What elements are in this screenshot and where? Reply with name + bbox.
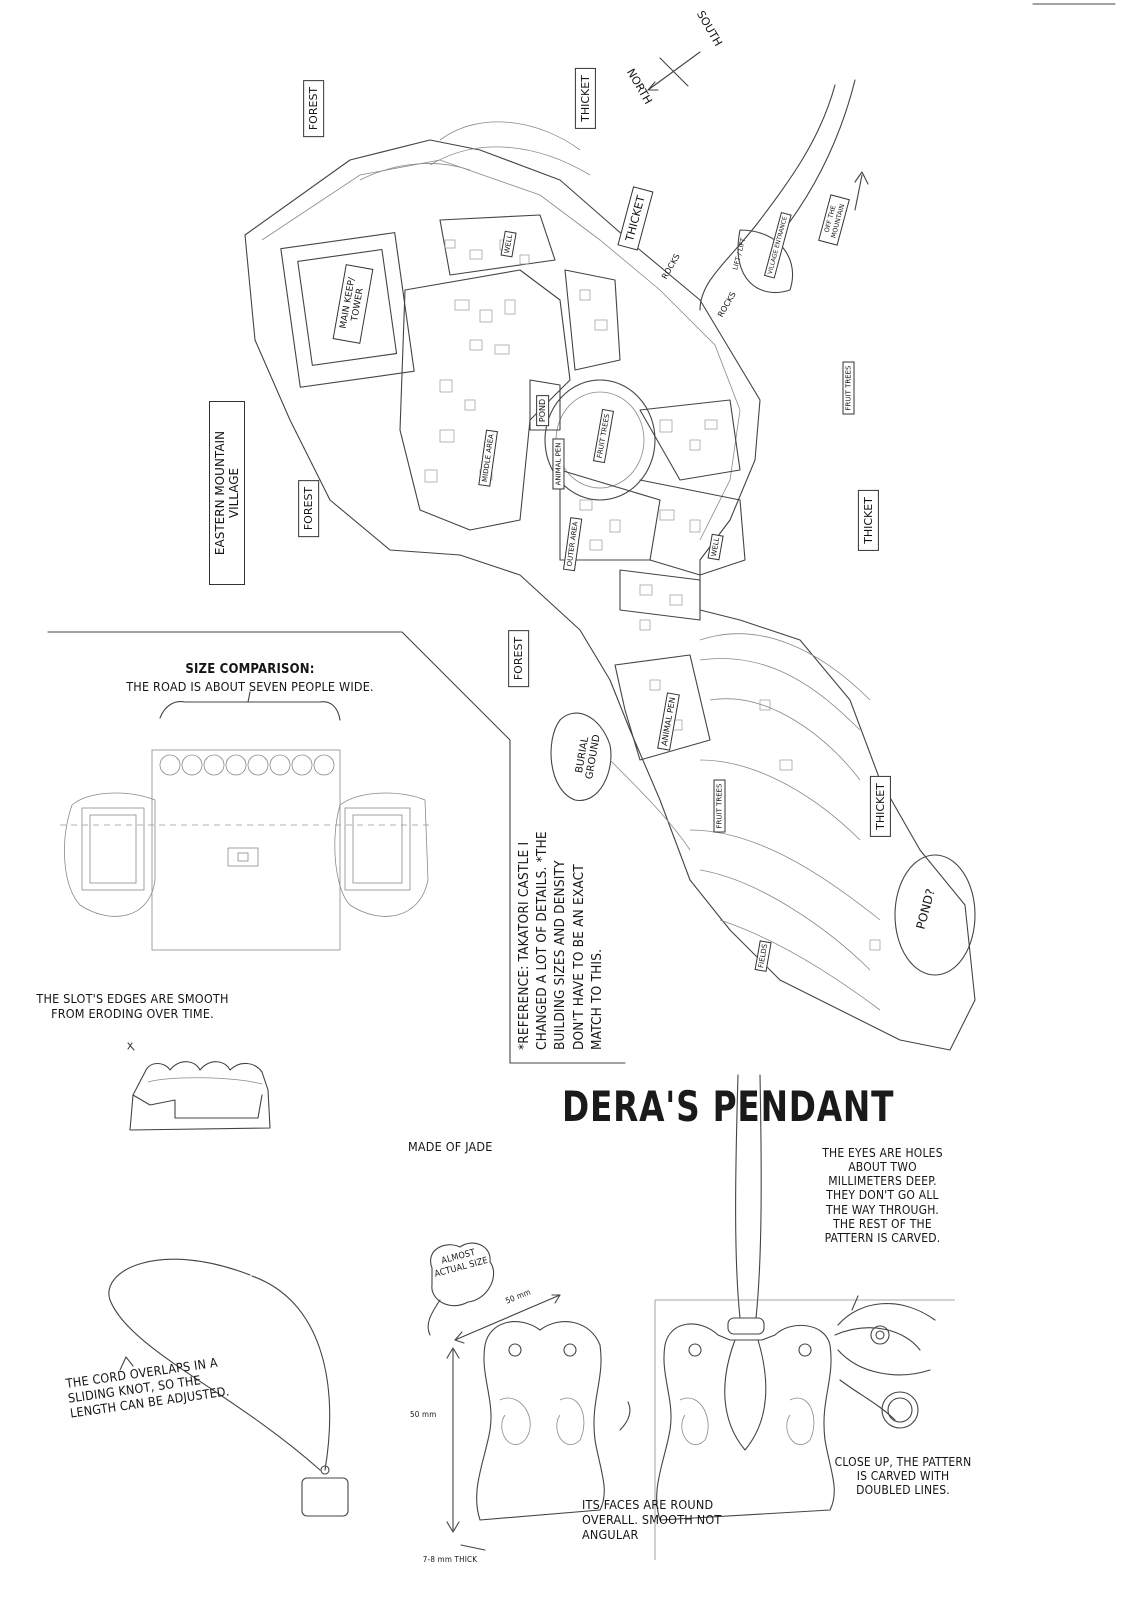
road-size-sketch bbox=[60, 691, 430, 1131]
map-label-animal-pen-1: ANIMAL PEN bbox=[552, 438, 565, 490]
size-comparison-body: THE ROAD IS ABOUT SEVEN PEOPLE WIDE. bbox=[126, 679, 374, 694]
pendant-dim-height: 50 mm bbox=[410, 1410, 437, 1419]
pendant-front-sketch bbox=[427, 1074, 955, 1560]
map-label-pond: POND bbox=[536, 394, 550, 427]
map-label-thicket-right: THICKET bbox=[857, 490, 879, 551]
size-comparison-title: SIZE COMPARISON: bbox=[185, 662, 315, 677]
castle-map-outline bbox=[244, 79, 976, 1051]
map-label-forest-top: FOREST bbox=[303, 79, 325, 138]
pendant-closeup-sketch bbox=[834, 1295, 936, 1429]
map-label-fruit-trees-2: FRUIT TREES bbox=[842, 361, 855, 415]
pendant-made-of: MADE OF JADE bbox=[408, 1139, 493, 1154]
pendant-closeup-note: CLOSE UP, THE PATTERN IS CARVED WITH DOU… bbox=[834, 1455, 972, 1498]
slot-edges-note: THE SLOT'S EDGES ARE SMOOTH FROM ERODING… bbox=[36, 991, 229, 1021]
map-label-forest-left: FOREST bbox=[298, 479, 320, 538]
pendant-thickness: 7-8 mm THICK bbox=[422, 1555, 478, 1564]
pendant-title: DERA'S PENDANT bbox=[562, 1082, 895, 1131]
compass-arrows bbox=[647, 51, 701, 91]
pendant-eyes-note: THE EYES ARE HOLES ABOUT TWO MILLIMETERS… bbox=[822, 1146, 943, 1245]
map-label-forest-bottom: FOREST bbox=[508, 629, 530, 688]
section-boundary-line bbox=[47, 631, 626, 1064]
pendant-faces-note: ITS FACES ARE ROUND OVERALL. SMOOTH NOT … bbox=[582, 1497, 722, 1542]
map-label-eastern-village: EASTERN MOUNTAIN VILLAGE bbox=[209, 401, 245, 585]
reference-note: *REFERENCE: TAKATORI CASTLE I CHANGED A … bbox=[516, 831, 605, 1050]
pendant-cord-sketch bbox=[108, 1258, 349, 1517]
map-label-thicket-lower: THICKET bbox=[869, 776, 891, 837]
map-label-thicket-top: THICKET bbox=[574, 68, 596, 129]
map-label-fruit-trees-3: FRUIT TREES bbox=[713, 779, 726, 833]
